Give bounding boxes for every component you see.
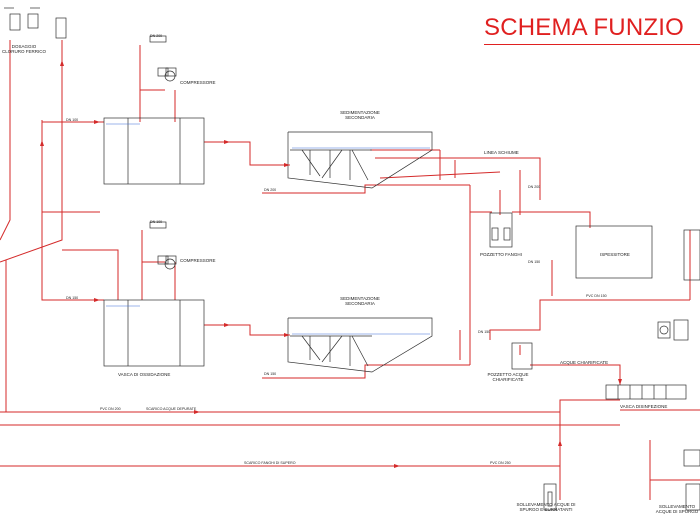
label-sollevamento-1: SOLLEVAMENTO ACQUE DI SPURGO E SURNATANT…	[516, 502, 576, 512]
flow-arrows	[40, 60, 622, 468]
pipe-tag: SCARICO FANGHI DI SUPERO	[244, 461, 296, 465]
label-sedimentazione-1: SEDIMENTAZIONE SECONDARIA	[340, 110, 380, 120]
pipe-tag: PVC DN 200	[100, 407, 121, 411]
diagram-title: SCHEMA FUNZIO	[484, 14, 684, 41]
label-compressore-2: COMPRESSORE	[180, 258, 216, 263]
label-vasca-ossidazione: VASCA DI OSSIDAZIONE	[118, 372, 171, 377]
pipe-network	[0, 40, 700, 500]
label-linea-schiume: LINEA SCHIUME	[484, 150, 519, 155]
label-pozzetto-acque: POZZETTO ACQUE CHIARIFICATE	[487, 372, 529, 382]
pipe-tag: DN 200	[528, 185, 541, 189]
pipe-tag: PVC DN 250	[490, 461, 511, 465]
label-compressore-1: COMPRESSORE	[180, 80, 216, 85]
label-acque-chiarificate: ACQUE CHIARIFICATE	[560, 360, 609, 365]
pipe-tag: DN 100	[150, 220, 163, 224]
label-dosaggio: DOSAGGIO CLORURO FERRICO	[1, 44, 46, 54]
label-pozzetto-fanghi: POZZETTO FANGHI	[480, 252, 522, 257]
pipe-tag: DN 150	[528, 260, 541, 264]
label-ispessitore: ISPESSITORE	[600, 252, 630, 257]
pipe-tag: DN 200	[150, 34, 163, 38]
pipe-tag: SCARICO ACQUE DEPURATE	[146, 407, 197, 411]
water-levels	[106, 123, 430, 335]
label-sollevamento-2: SOLLEVAMENTO ACQUE DI SPURGO	[655, 504, 699, 514]
pipe-tag: DN 100	[66, 118, 79, 122]
label-vasca-disinfezione: VASCA DISINFEZIONE	[620, 404, 668, 409]
pipe-tag: DN 150	[66, 296, 79, 300]
label-sedimentazione-2: SEDIMENTAZIONE SECONDARIA	[340, 296, 380, 306]
pipe-tag: PVC DN 150	[586, 294, 607, 298]
pipe-tag: DN 150	[264, 372, 277, 376]
title-underline	[484, 44, 700, 45]
pipe-tag: DN 200	[264, 188, 277, 192]
equipment	[4, 7, 700, 511]
pipe-tag: DN 150	[478, 330, 491, 334]
